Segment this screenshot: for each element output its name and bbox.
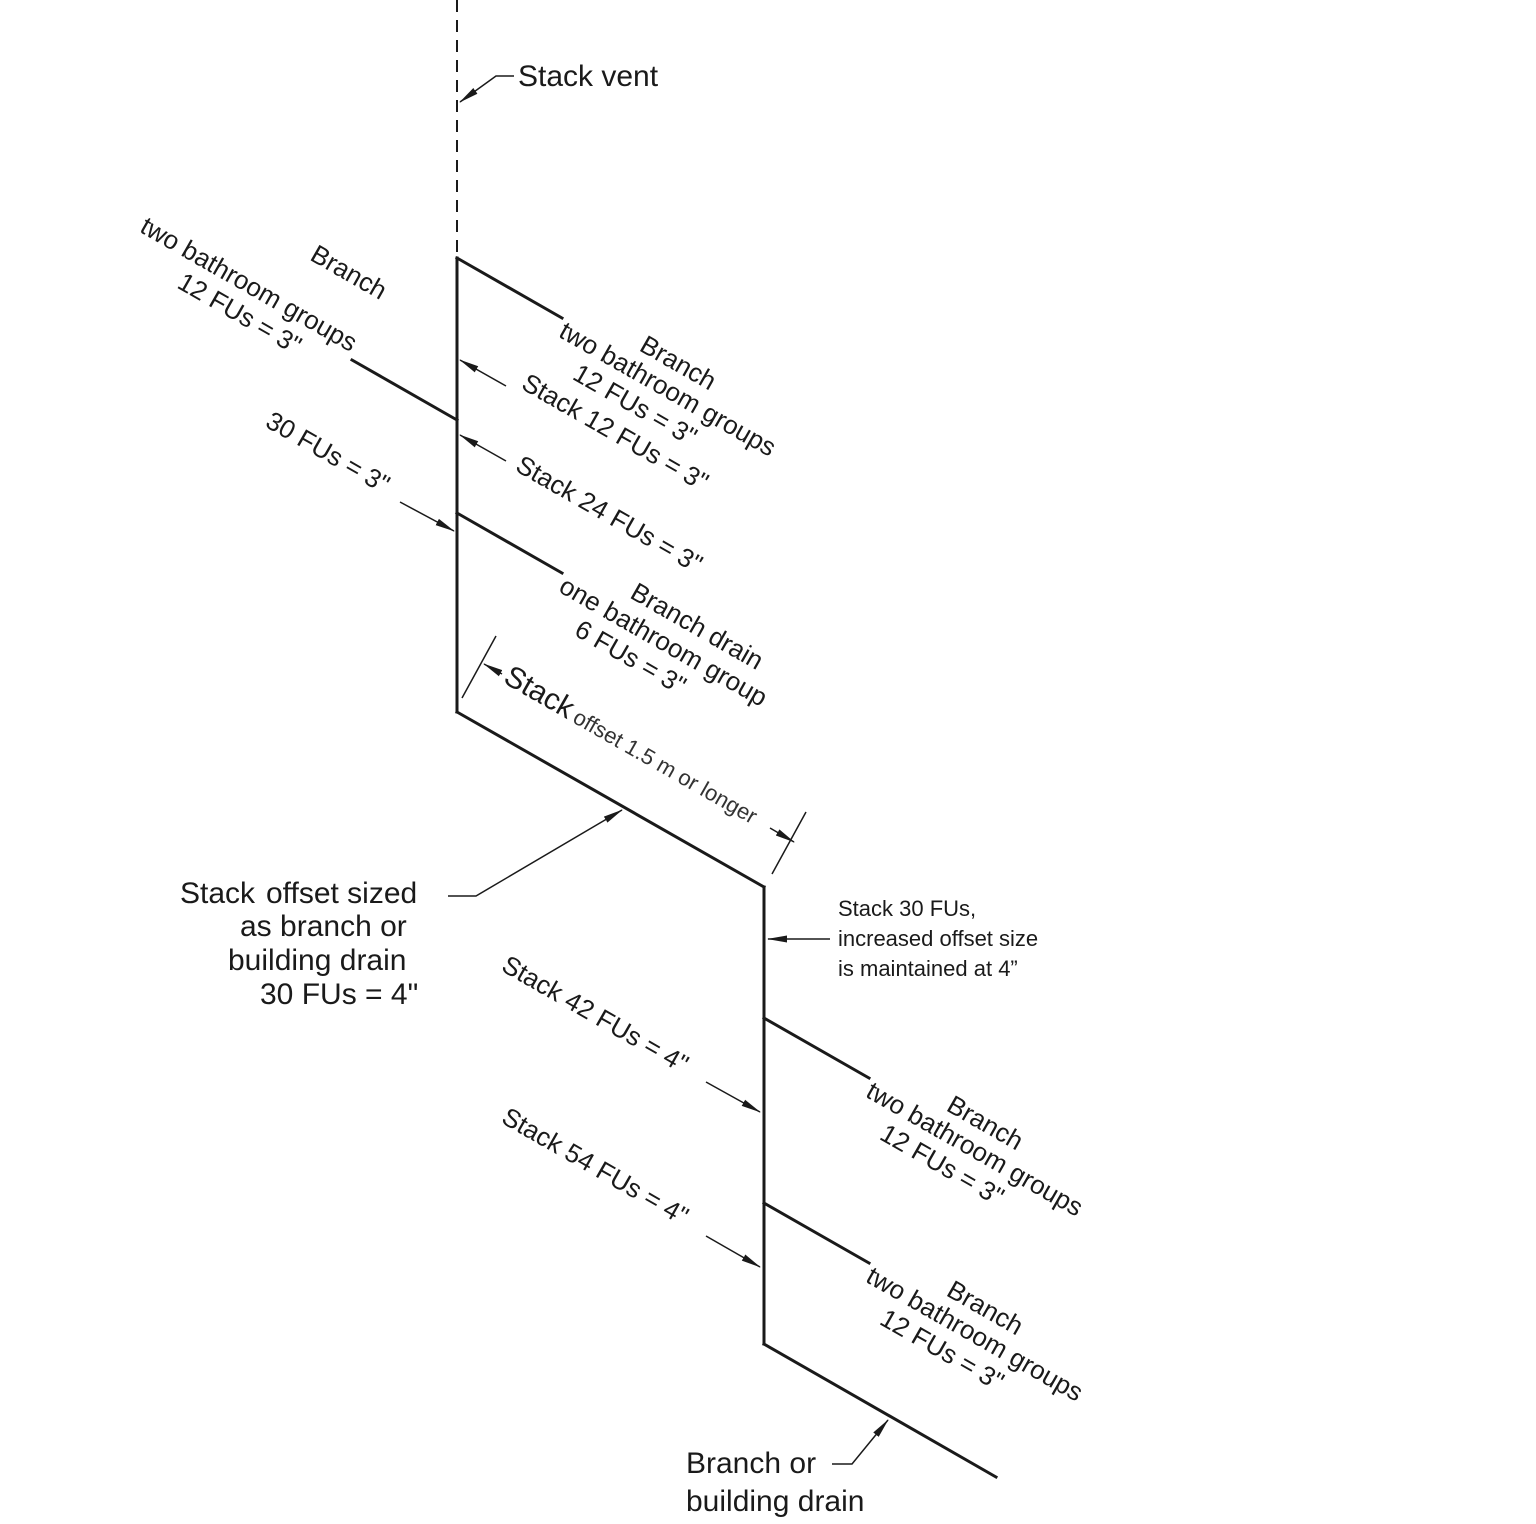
branch-lower-2-label: Branch two bathroom groups 12 FUs = 3" bbox=[861, 1260, 1088, 1407]
stack-30-note-l1: Stack 30 FUs, bbox=[838, 896, 976, 921]
offset-sized-l4: 30 FUs = 4" bbox=[260, 978, 418, 1011]
branch-lower-1-label: Branch two bathroom groups 12 FUs = 3" bbox=[861, 1075, 1088, 1222]
left-30-label: 30 FUs = 3" bbox=[261, 405, 395, 499]
offset-sized-l1: offset sized bbox=[266, 877, 417, 910]
building-drain-leader bbox=[832, 1419, 889, 1465]
stack-54-arrow bbox=[705, 1235, 761, 1268]
offset-dim-rest: offset 1.5 m or longer bbox=[569, 704, 762, 829]
building-drain-l1: Branch or bbox=[686, 1447, 816, 1480]
branch-top-left-label: Branch two bathroom groups 12 FUs = 3" bbox=[135, 210, 392, 360]
offset-sized-leader bbox=[448, 809, 623, 897]
left-30-text: 30 FUs = 3" bbox=[261, 405, 395, 499]
stack-12-arrow bbox=[459, 359, 507, 387]
branch-drain-label: Branch drain one bathroom group 6 FUs = … bbox=[554, 570, 772, 712]
branch-lower-1-pipe bbox=[761, 1015, 872, 1081]
stack-42-arrow bbox=[705, 1081, 761, 1113]
offset-dim-tick-right bbox=[771, 811, 807, 875]
offset-dim-arrow-left bbox=[483, 663, 503, 677]
stack-offset-pipe bbox=[454, 709, 767, 890]
stack-30-note-l3: is maintained at 4” bbox=[838, 956, 1018, 981]
building-drain-pipe bbox=[761, 1341, 999, 1480]
branch-lower-2-pipe bbox=[761, 1200, 872, 1266]
building-drain-l2: building drain bbox=[686, 1485, 864, 1518]
stack-42-label: Stack 42 FUs = 4" bbox=[497, 949, 694, 1079]
stack-54-text: Stack 54 FUs = 4" bbox=[497, 1101, 694, 1231]
offset-sized-l2: as branch or bbox=[240, 910, 407, 943]
stack-30-note-l2: increased offset size bbox=[838, 926, 1038, 951]
stack-vent-label: Stack vent bbox=[518, 60, 659, 93]
stack-54-label: Stack 54 FUs = 4" bbox=[497, 1101, 694, 1231]
offset-dim-arrow-right bbox=[769, 827, 795, 843]
stack-42-text: Stack 42 FUs = 4" bbox=[497, 949, 694, 1079]
left-30-arrow bbox=[399, 501, 455, 532]
offset-dim-tick-left bbox=[461, 635, 497, 699]
offset-sized-l3: building drain bbox=[228, 944, 406, 977]
stack-24-arrow bbox=[459, 434, 507, 462]
branch-drain-pipe bbox=[454, 510, 565, 576]
offset-sized-stack: Stack bbox=[180, 877, 256, 910]
branch-top-left-l1: Branch bbox=[306, 239, 392, 306]
branch-top-right-pipe bbox=[454, 255, 565, 321]
offset-dim-stack: Stack bbox=[499, 659, 581, 725]
stack-vent-leader bbox=[459, 75, 514, 103]
branch-top-left-pipe bbox=[349, 357, 460, 423]
